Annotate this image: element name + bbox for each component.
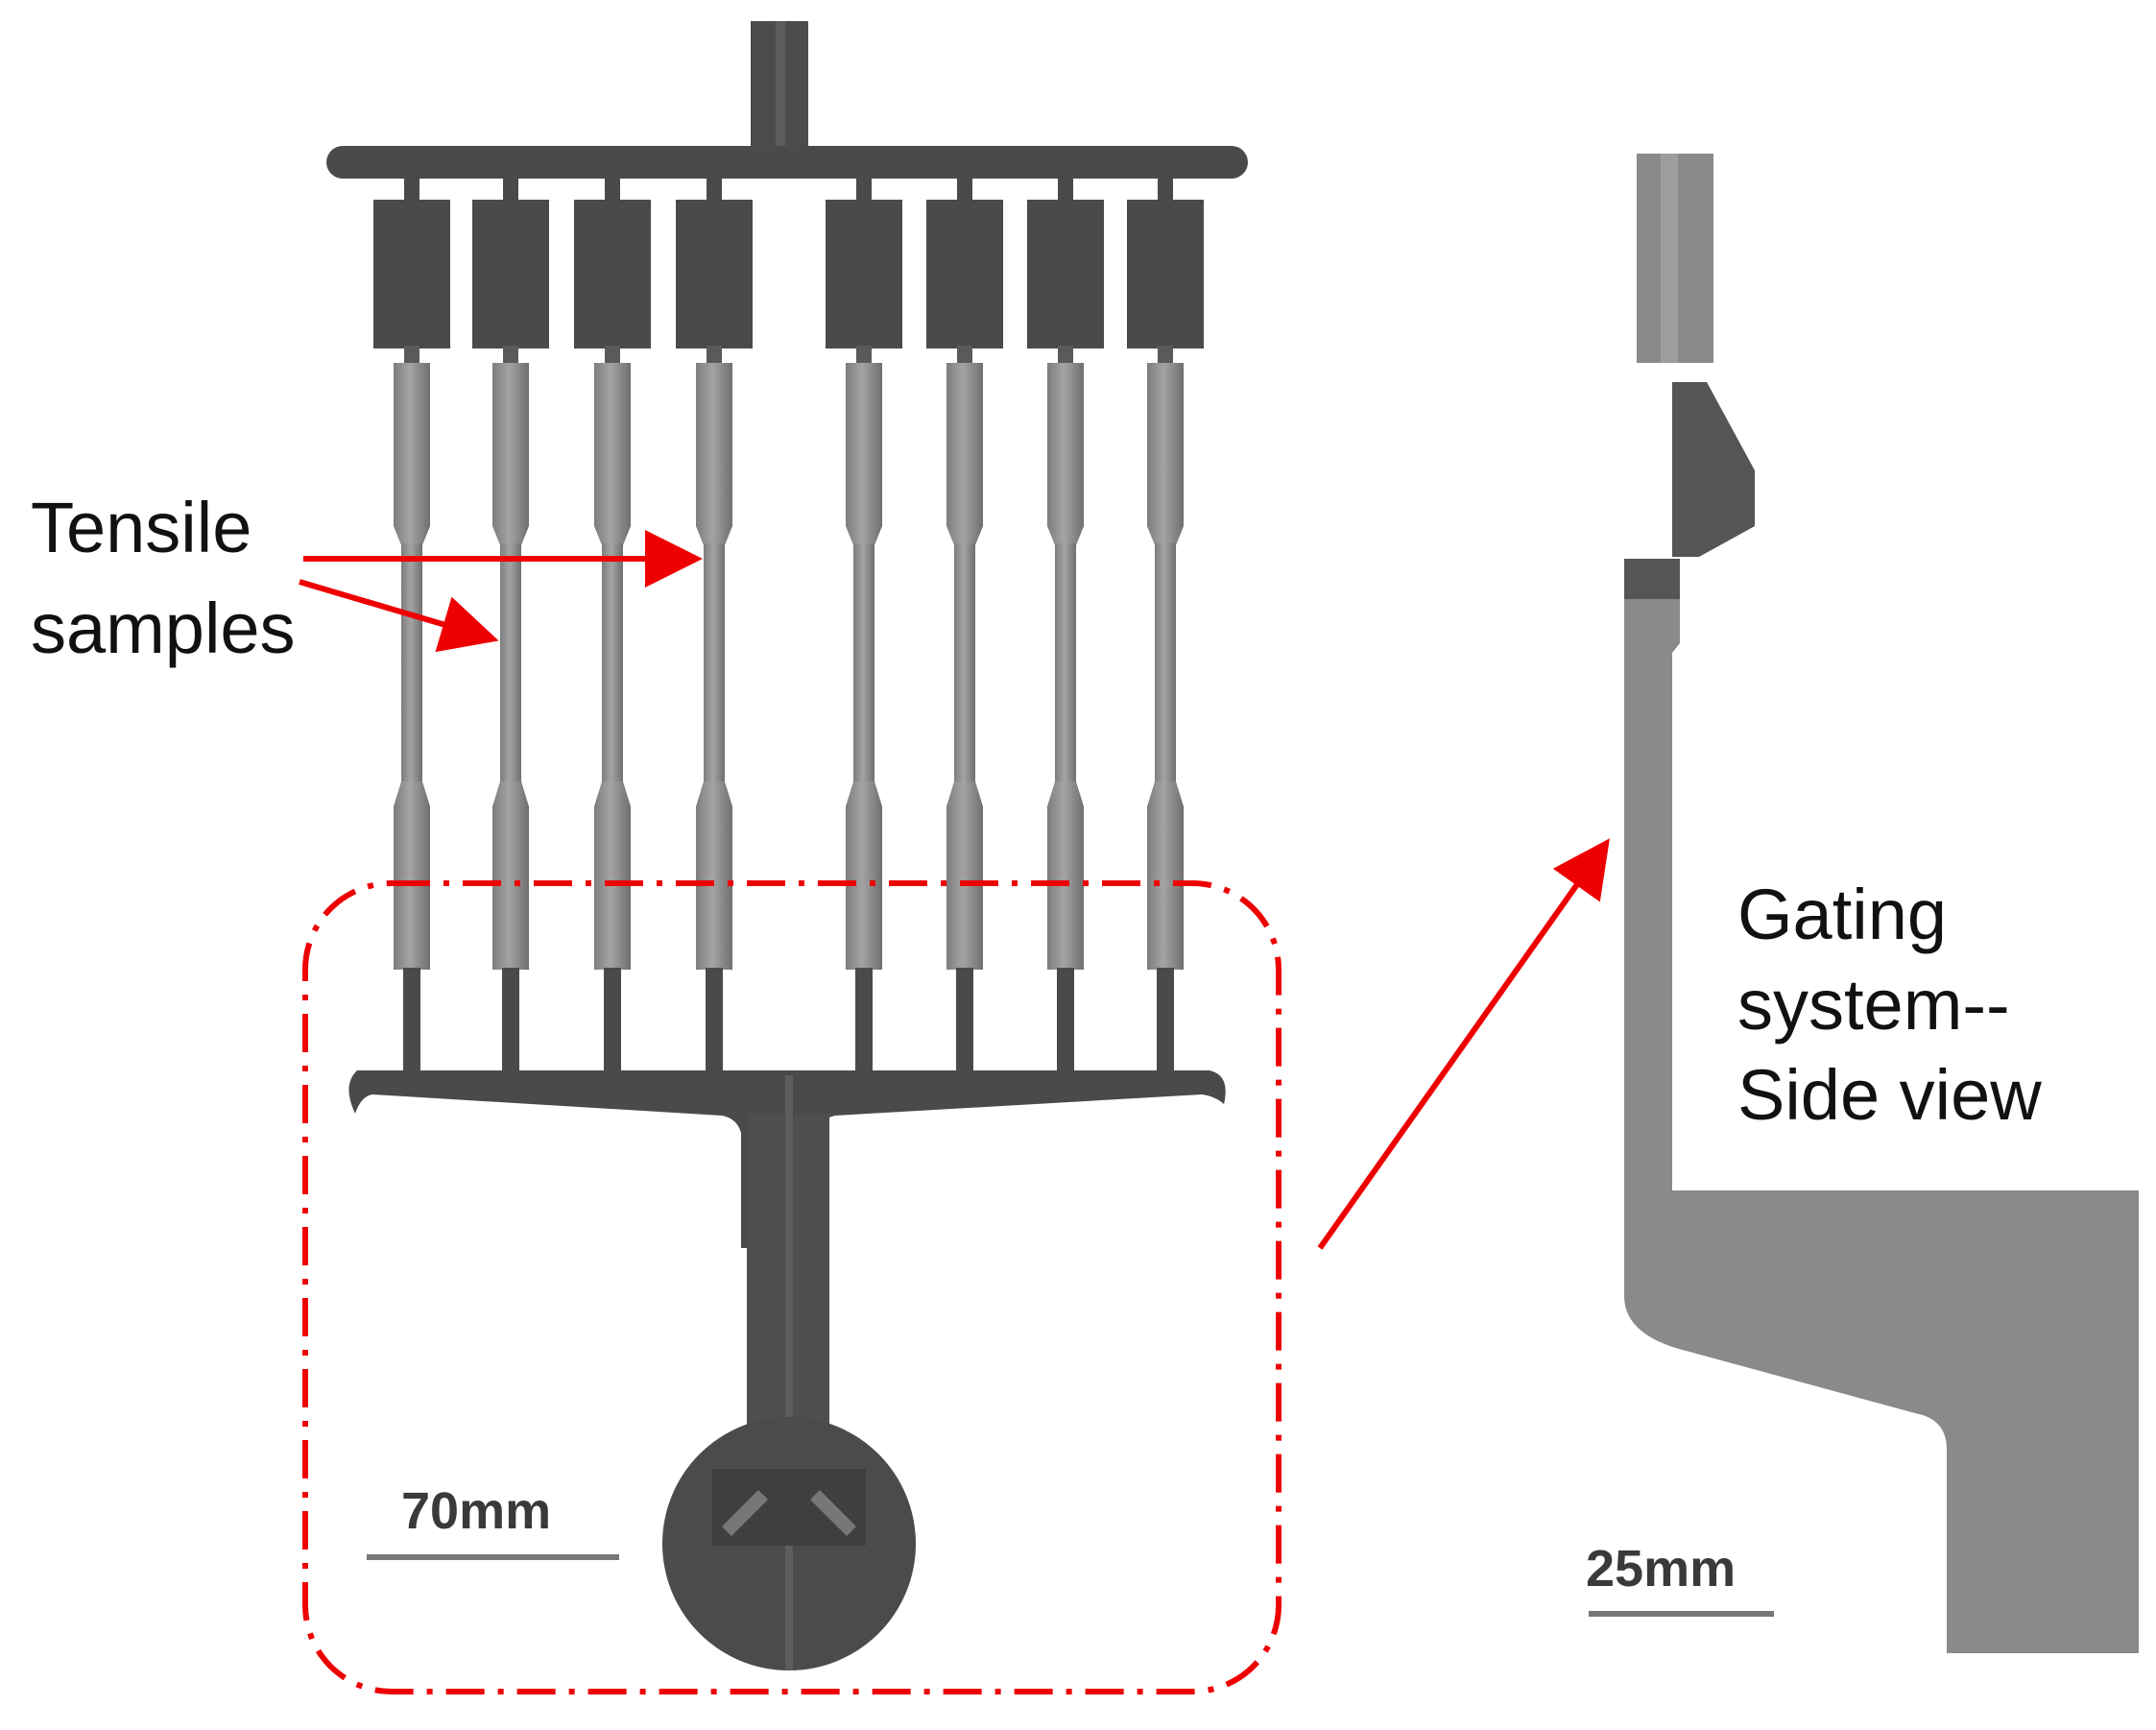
sample-ingate <box>706 968 723 1075</box>
sample-riser <box>1127 200 1204 348</box>
top-runner <box>326 146 1248 179</box>
sample-gauge <box>1055 543 1076 783</box>
sample-neck <box>404 346 419 363</box>
side-view <box>1624 154 2139 1653</box>
tensile-sample <box>676 173 753 1075</box>
sample-neck <box>856 346 872 363</box>
sample-neck <box>503 346 518 363</box>
sample-riser <box>676 200 753 348</box>
sample-connector <box>856 173 872 202</box>
front-scale-label: 70mm <box>401 1482 551 1540</box>
sample-ingate <box>956 968 973 1075</box>
sample-gauge <box>954 543 975 783</box>
gating-label-line1: Gating <box>1737 875 1947 954</box>
tensile-arrow-2 <box>299 579 499 653</box>
tensile-label-line2: samples <box>31 589 296 668</box>
sample-upper-grip <box>946 363 983 545</box>
sample-riser <box>373 200 450 348</box>
sample-connector <box>1158 173 1173 202</box>
sample-upper-grip <box>394 363 430 545</box>
sample-neck <box>1158 346 1173 363</box>
tensile-label-line1: Tensile <box>31 488 252 567</box>
sample-lower-grip <box>1147 781 1184 970</box>
sample-lower-grip <box>946 781 983 970</box>
tensile-sample <box>926 173 1003 1075</box>
sample-upper-grip <box>492 363 529 545</box>
sample-gauge <box>500 543 521 783</box>
sample-connector <box>1058 173 1073 202</box>
sample-ingate <box>502 968 519 1075</box>
sample-riser <box>1027 200 1104 348</box>
sample-gauge <box>853 543 874 783</box>
gating-label-line3: Side view <box>1737 1055 2042 1135</box>
sample-upper-grip <box>846 363 882 545</box>
sample-gauge <box>1155 543 1176 783</box>
tensile-sample <box>373 173 450 1075</box>
sample-lower-grip <box>594 781 631 970</box>
tensile-sample <box>472 173 549 1075</box>
sample-ingate <box>403 968 420 1075</box>
sample-lower-grip <box>394 781 430 970</box>
sample-lower-grip <box>1047 781 1084 970</box>
sample-connector <box>957 173 972 202</box>
sample-riser <box>574 200 651 348</box>
sample-neck <box>1058 346 1073 363</box>
sample-connector <box>605 173 620 202</box>
sample-riser <box>926 200 1003 348</box>
sample-upper-grip <box>1147 363 1184 545</box>
tensile-sample <box>1027 173 1104 1075</box>
sample-connector <box>503 173 518 202</box>
sample-lower-grip <box>492 781 529 970</box>
sample-lower-grip <box>846 781 882 970</box>
side-profile <box>1624 599 2139 1653</box>
side-cup <box>1672 382 1755 557</box>
sample-connector <box>404 173 419 202</box>
sample-neck <box>707 346 722 363</box>
sample-neck <box>605 346 620 363</box>
sample-connector <box>707 173 722 202</box>
sample-neck <box>957 346 972 363</box>
sample-ingate <box>855 968 873 1075</box>
sample-upper-grip <box>1047 363 1084 545</box>
sample-riser <box>472 200 549 348</box>
side-scale-label: 25mm <box>1586 1540 1736 1598</box>
sample-gauge <box>704 543 725 783</box>
gating-arrow <box>1317 838 1610 1250</box>
annotations <box>299 530 1610 1694</box>
sample-riser <box>826 200 902 348</box>
front-view <box>326 21 1248 1670</box>
tensile-sample <box>574 173 651 1075</box>
sample-ingate <box>1057 968 1074 1075</box>
sample-upper-grip <box>594 363 631 545</box>
sample-gauge <box>602 543 623 783</box>
tensile-samples <box>373 173 1204 1075</box>
sample-ingate <box>604 968 621 1075</box>
sample-upper-grip <box>696 363 732 545</box>
tensile-sample <box>826 173 902 1075</box>
sample-ingate <box>1157 968 1174 1075</box>
sample-gauge <box>401 543 422 783</box>
gating-label-line2: system-- <box>1737 965 2010 1045</box>
sample-lower-grip <box>696 781 732 970</box>
tensile-sample <box>1127 173 1204 1075</box>
